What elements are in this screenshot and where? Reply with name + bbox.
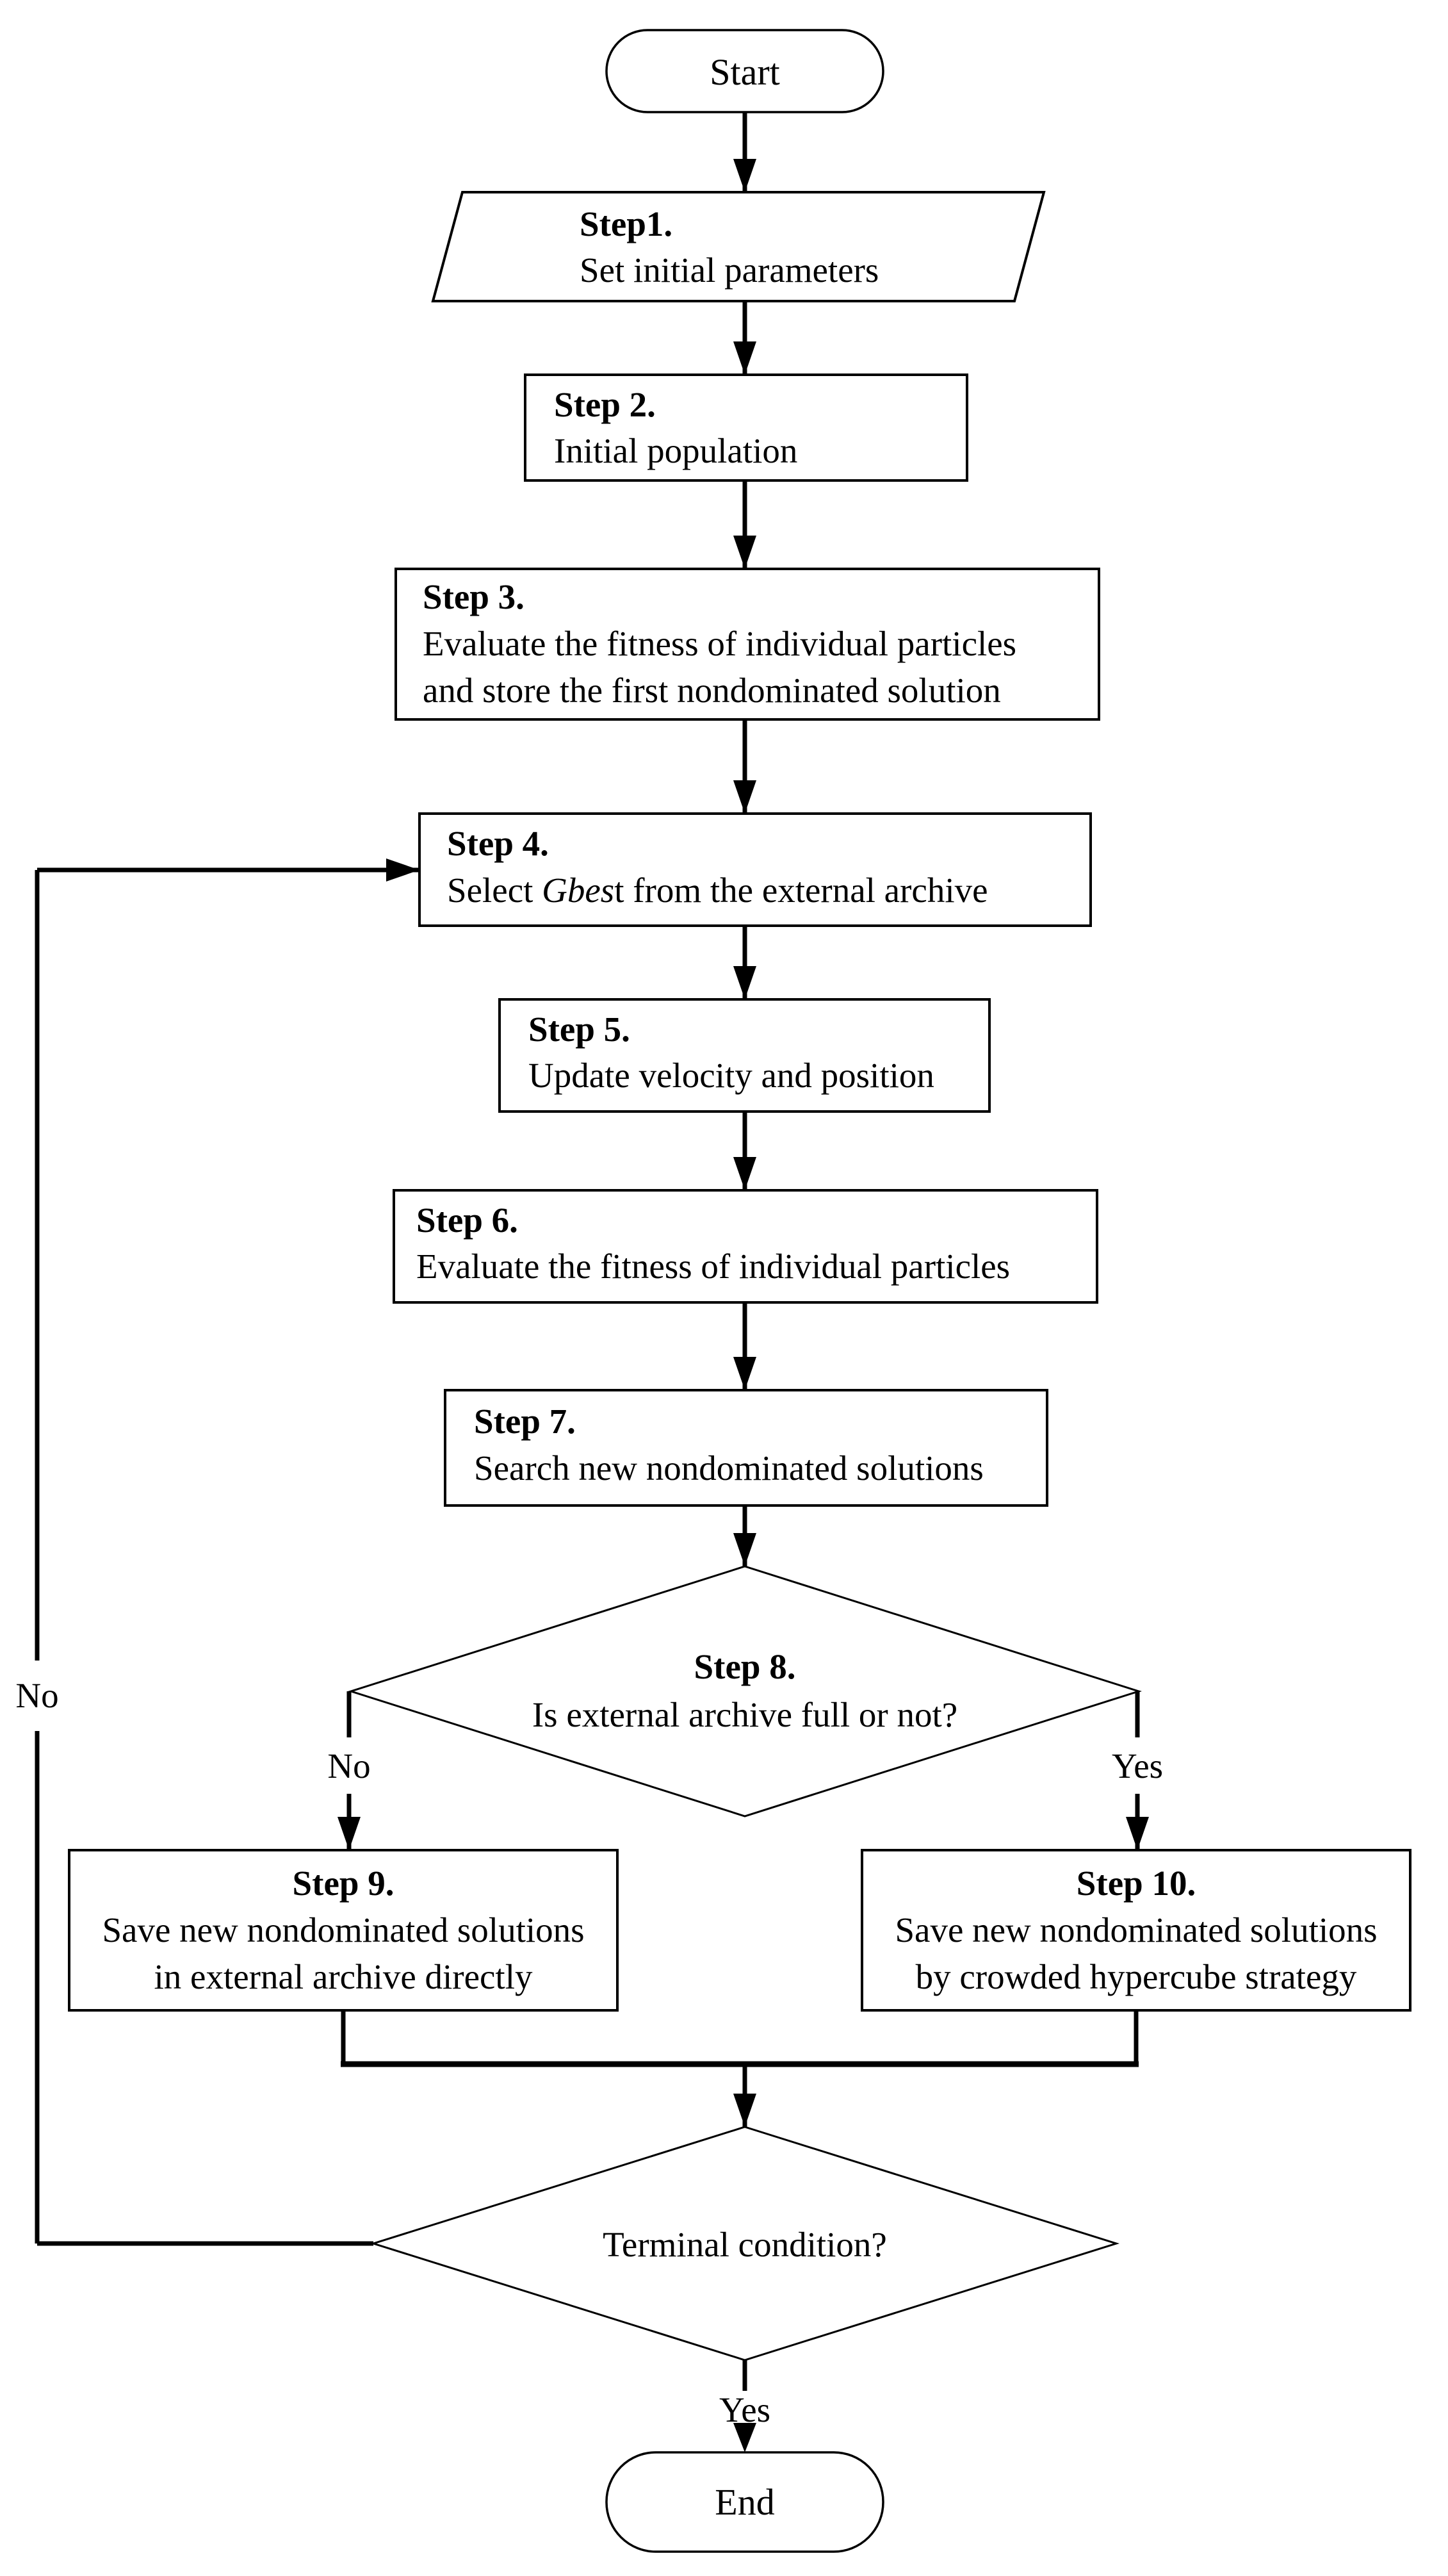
step7-title: Step 7. — [474, 1402, 576, 1441]
edge-label-terminal-yes: Yes — [719, 2390, 770, 2429]
edge-label-terminal-no: No — [15, 1676, 58, 1715]
step9-process-shape — [68, 1849, 619, 2012]
step10-process-shape — [861, 1849, 1411, 2012]
start-terminator-shape — [605, 29, 884, 113]
node-step2: Step 2. Initial population — [524, 373, 968, 482]
step8-body: Is external archive full or not? — [532, 1695, 957, 1734]
step3-body-line1: Evaluate the fitness of individual parti… — [423, 624, 1016, 663]
step4-body-prefix: Select — [447, 871, 542, 910]
step1-body: Set initial parameters — [580, 250, 879, 290]
step4-body: Select Gbest from the external archive — [447, 871, 988, 910]
node-step8: Step 8. Is external archive full or not? — [348, 1565, 1142, 1817]
node-step10: Step 10. Save new nondominated solutions… — [861, 1849, 1411, 2012]
step6-body: Evaluate the fitness of individual parti… — [416, 1247, 1010, 1286]
end-label: End — [715, 2481, 774, 2523]
step2-process-shape — [524, 373, 968, 482]
step9-body-line2: in external archive directly — [154, 1957, 533, 1996]
node-step4: Step 4. Select Gbest from the external a… — [418, 812, 1092, 927]
step4-title: Step 4. — [447, 824, 549, 863]
arrowhead-terminal-to-end — [733, 2423, 756, 2452]
node-step9: Step 9. Save new nondominated solutions … — [68, 1849, 619, 2012]
step6-process-shape — [393, 1189, 1098, 1304]
node-terminal: Terminal condition? — [370, 2126, 1120, 2361]
step1-title: Step1. — [580, 204, 672, 243]
step10-body-line1: Save new nondominated solutions — [895, 1910, 1377, 1949]
step3-body-line2: and store the first nondominated solutio… — [423, 671, 1001, 710]
node-step6: Step 6. Evaluate the fitness of individu… — [393, 1189, 1098, 1304]
node-step7: Step 7. Search new nondominated solution… — [444, 1389, 1048, 1507]
step4-process-shape — [418, 812, 1092, 927]
step9-body-line1: Save new nondominated solutions — [102, 1910, 584, 1949]
end-terminator-shape — [605, 2451, 884, 2553]
step9-title: Step 9. — [293, 1864, 395, 1903]
step1-io-shape — [431, 191, 1046, 302]
terminal-decision-shape — [370, 2126, 1120, 2361]
step4-body-suffix: t from the external archive — [614, 871, 988, 910]
node-step1: Step1. Set initial parameters — [431, 191, 1046, 302]
terminal-label: Terminal condition? — [603, 2225, 887, 2264]
edge-label-step8-no: No — [327, 1746, 370, 1785]
step5-body: Update velocity and position — [528, 1056, 934, 1095]
step8-title: Step 8. — [694, 1647, 796, 1686]
step8-decision-shape — [348, 1565, 1142, 1817]
edge-label-step8-yes: Yes — [1112, 1746, 1163, 1785]
step7-body: Search new nondominated solutions — [474, 1448, 984, 1488]
step10-title: Step 10. — [1077, 1864, 1196, 1903]
node-end: End — [605, 2451, 884, 2553]
step6-title: Step 6. — [416, 1201, 518, 1240]
step10-body-line2: by crowded hypercube strategy — [916, 1957, 1357, 1996]
start-label: Start — [710, 51, 780, 93]
step2-title: Step 2. — [554, 385, 656, 424]
node-step5: Step 5. Update velocity and position — [498, 998, 991, 1113]
node-start: Start — [605, 29, 884, 113]
step5-title: Step 5. — [528, 1010, 630, 1049]
step5-process-shape — [498, 998, 991, 1113]
step2-body: Initial population — [554, 431, 797, 470]
step3-title: Step 3. — [423, 577, 525, 616]
step4-body-gbest: Gbes — [542, 871, 614, 910]
step3-process-shape — [395, 568, 1100, 721]
step7-process-shape — [444, 1389, 1048, 1507]
node-step3: Step 3. Evaluate the fitness of individu… — [395, 568, 1100, 721]
